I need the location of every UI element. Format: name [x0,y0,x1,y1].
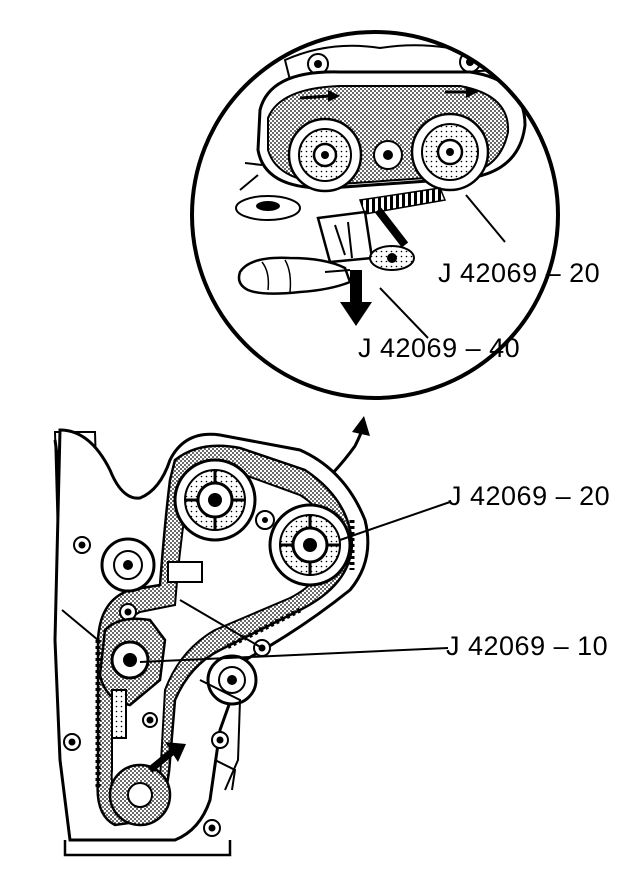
label-main-j42069-10: J 42069 – 10 [446,631,609,661]
label-detail-j42069-20: J 42069 – 20 [438,258,601,288]
label-main-j42069-20: J 42069 – 20 [448,481,611,511]
leader-lines [139,501,451,663]
detail-magnifier [190,30,560,400]
callout-arrow [330,416,370,476]
engine-front-view [53,428,370,857]
label-detail-j42069-40: J 42069 – 40 [358,333,521,363]
